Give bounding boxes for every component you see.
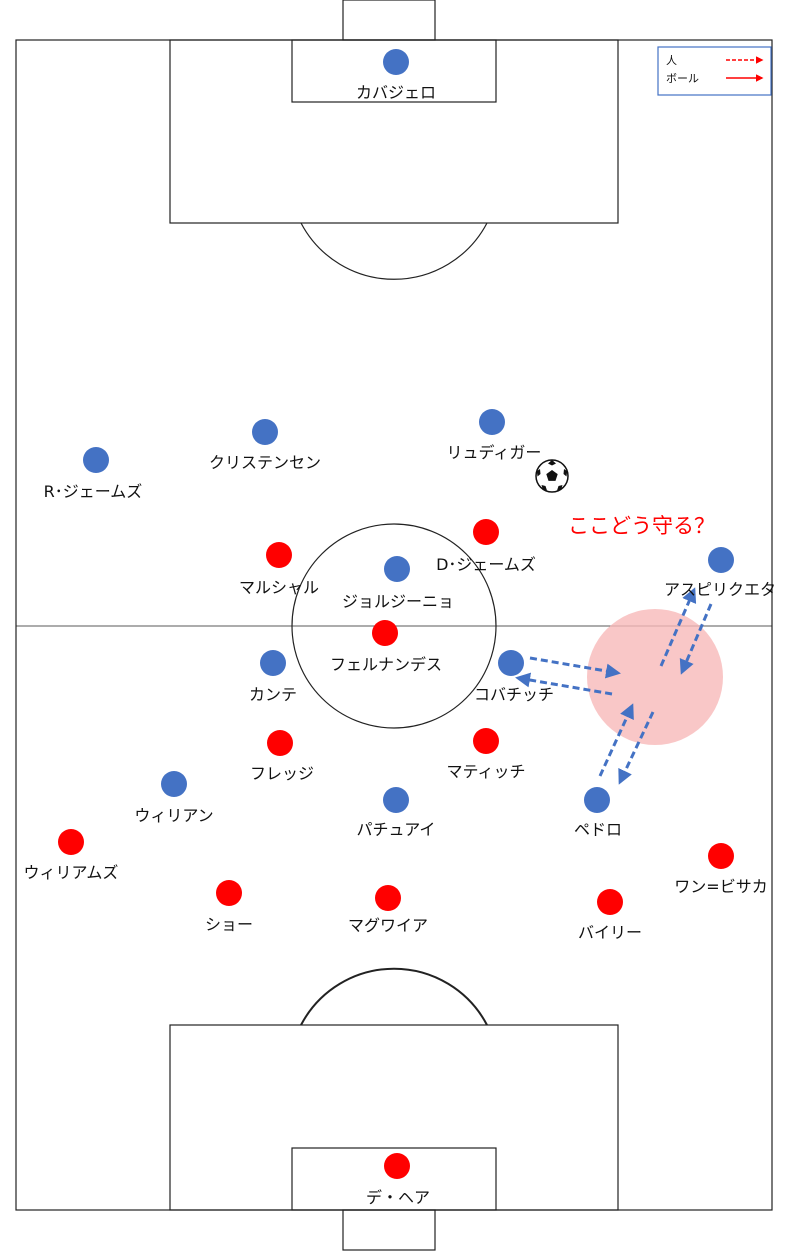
top-goal xyxy=(342,0,436,41)
player-label-rjames: R･ジェームズ xyxy=(44,482,143,501)
player-marker-willian[interactable] xyxy=(161,771,187,797)
player-label-christensen: クリステンセン xyxy=(209,453,321,472)
player-marker-kovacic[interactable] xyxy=(498,650,524,676)
player-label-kante: カンテ xyxy=(249,685,297,704)
legend-box xyxy=(657,46,772,96)
player-label-williams: ウィリアムズ xyxy=(24,863,119,882)
bottom-penalty-area xyxy=(169,1024,619,1211)
player-label-rudiger: リュディガー xyxy=(447,443,542,462)
player-marker-fred[interactable] xyxy=(267,730,293,756)
arrow-kovacic-to-zone xyxy=(529,656,621,679)
player-label-maguire: マグワイア xyxy=(348,916,428,935)
player-label-pedro: ペドロ xyxy=(574,820,622,839)
player-marker-fernandes[interactable] xyxy=(372,620,398,646)
contested-zone xyxy=(587,609,723,745)
bottom-penalty-arc xyxy=(300,967,488,1026)
legend-person-label: 人 xyxy=(666,54,677,67)
player-marker-rudiger[interactable] xyxy=(479,409,505,435)
player-label-wanbissaka: ワン=ビサカ xyxy=(674,877,767,896)
player-label-degea: デ・ヘア xyxy=(366,1188,430,1207)
question-annotation: ここどう守る？ xyxy=(568,514,715,538)
player-marker-kepa[interactable] xyxy=(383,49,409,75)
player-marker-williams[interactable] xyxy=(58,829,84,855)
player-marker-maguire[interactable] xyxy=(375,885,401,911)
center-circle xyxy=(291,523,497,729)
player-marker-shaw[interactable] xyxy=(216,880,242,906)
player-marker-djames[interactable] xyxy=(473,519,499,545)
player-marker-rjames[interactable] xyxy=(83,447,109,473)
player-marker-pedro[interactable] xyxy=(584,787,610,813)
arrow-zone-to-kovacic xyxy=(515,672,613,696)
arrow-pedro-down xyxy=(618,711,655,785)
player-label-kepa: カバジェロ xyxy=(356,83,436,102)
red-team xyxy=(58,519,734,1179)
arrow-azpi-up xyxy=(659,587,697,667)
player-label-bailly: バイリー xyxy=(578,923,642,942)
player-label-jorginho: ジョルジーニョ xyxy=(342,592,454,611)
player-label-willian: ウィリアン xyxy=(134,806,213,825)
player-marker-matic[interactable] xyxy=(473,728,499,754)
player-label-fred: フレッジ xyxy=(250,764,314,783)
arrow-pedro-up xyxy=(598,703,634,777)
player-marker-kante[interactable] xyxy=(260,650,286,676)
player-marker-azpilicueta[interactable] xyxy=(708,547,734,573)
player-marker-martial[interactable] xyxy=(266,542,292,568)
player-marker-christensen[interactable] xyxy=(252,419,278,445)
legend: 人 ボール xyxy=(657,46,772,96)
player-marker-degea[interactable] xyxy=(384,1153,410,1179)
blue-team xyxy=(83,49,734,813)
legend-ball-label: ボール xyxy=(666,72,699,85)
player-label-martial: マルシャル xyxy=(239,578,319,597)
player-marker-jorginho[interactable] xyxy=(384,556,410,582)
player-label-shaw: ショー xyxy=(205,915,253,934)
player-label-kovacic: コバチッチ xyxy=(474,685,554,704)
player-marker-pulisic[interactable] xyxy=(383,787,409,813)
arrow-azpi-down xyxy=(679,603,713,675)
top-penalty-arc xyxy=(300,222,488,280)
movement-arrows xyxy=(515,587,713,785)
player-marker-bailly[interactable] xyxy=(597,889,623,915)
player-label-matic: マティッチ xyxy=(446,762,525,781)
player-label-djames: D･ジェームズ xyxy=(436,555,536,574)
pitch-lines xyxy=(15,0,773,1251)
player-label-pulisic: パチュアイ xyxy=(357,820,436,839)
top-penalty-area xyxy=(169,39,619,224)
player-marker-wanbissaka[interactable] xyxy=(708,843,734,869)
player-labels: カバジェロ R･ジェームズ クリステンセン リュディガー ジョルジーニョ アスピ… xyxy=(24,83,776,1207)
bottom-goal xyxy=(342,1209,436,1251)
player-label-azpilicueta: アスピリクエタ xyxy=(664,580,776,599)
soccer-ball-icon xyxy=(535,459,569,493)
player-label-fernandes: フェルナンデス xyxy=(330,655,442,674)
